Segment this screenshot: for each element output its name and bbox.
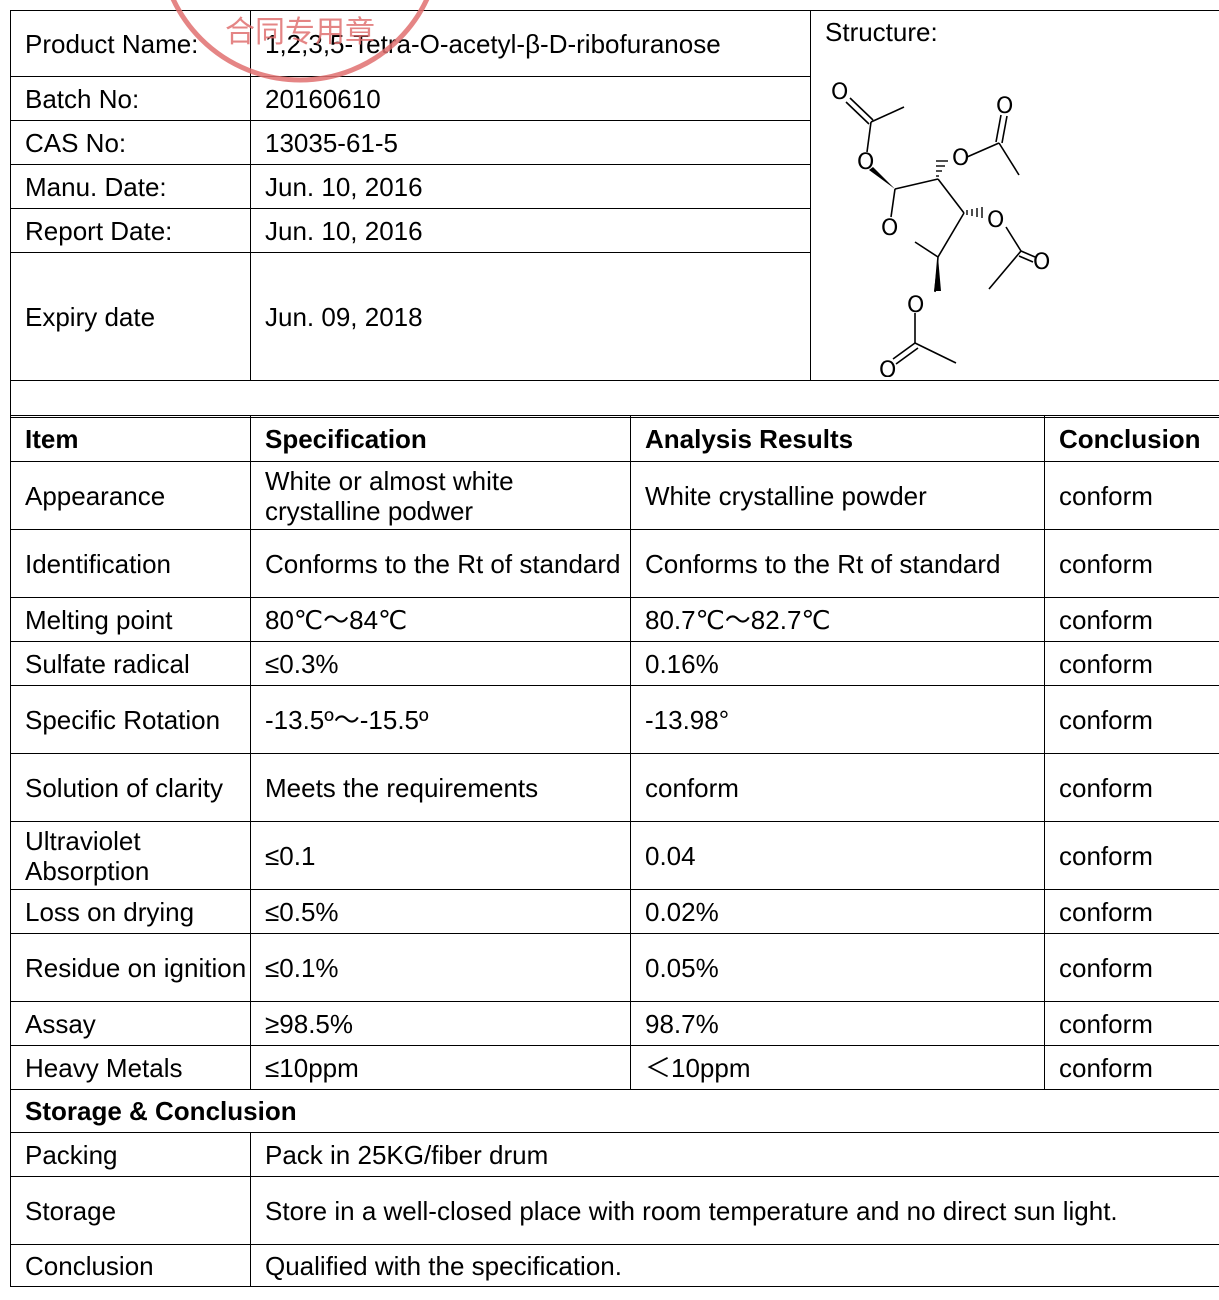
cell-analysis-result: 0.16% — [630, 641, 1045, 686]
cell-item: Loss on drying — [10, 889, 251, 934]
header-item: Item — [10, 415, 251, 462]
report-date-label: Report Date: — [10, 208, 251, 253]
cell-specification: ≤0.3% — [250, 641, 631, 686]
cell-specification: 80℃～84℃ — [250, 597, 631, 642]
cell-analysis-result: Conforms to the Rt of standard — [630, 529, 1045, 598]
cell-item: Residue on ignition — [10, 933, 251, 1002]
storage-section-title: Storage & Conclusion — [10, 1089, 1219, 1133]
atom-label-o: O — [1033, 250, 1050, 275]
atom-label-o: O — [831, 80, 848, 105]
analysis-table: Item Specification Analysis Results Conc… — [10, 415, 1219, 1287]
expiry-date-label: Expiry date — [10, 252, 251, 381]
cell-analysis-result: ＜10ppm — [630, 1045, 1045, 1090]
header-specification: Specification — [250, 415, 631, 462]
cell-item: Heavy Metals — [10, 1045, 251, 1090]
cell-specification: Meets the requirements — [250, 753, 631, 822]
cell-item: Sulfate radical — [10, 641, 251, 686]
cell-analysis-result: White crystalline powder — [630, 461, 1045, 530]
cell-analysis-result: -13.98° — [630, 685, 1045, 754]
chemical-structure-diagram: O O O O O O O O O — [831, 80, 1050, 377]
cas-label: CAS No: — [10, 120, 251, 165]
atom-label-o: O — [881, 216, 898, 241]
atom-label-o: O — [907, 293, 924, 318]
cell-analysis-result: conform — [630, 753, 1045, 822]
table-row: Residue on ignition≤0.1%0.05%conform — [10, 933, 1219, 1002]
product-info-table: Product Name: 1,2,3,5-Tetra-O-acetyl-β-D… — [10, 10, 1219, 418]
manu-date-label: Manu. Date: — [10, 164, 251, 209]
cell-item: Solution of clarity — [10, 753, 251, 822]
structure-cell: Structure: — [810, 10, 1219, 381]
conclusion-value: Qualified with the specification. — [250, 1244, 1219, 1287]
manu-date-value: Jun. 10, 2016 — [250, 164, 811, 209]
cell-item: Specific Rotation — [10, 685, 251, 754]
product-name-label: Product Name: — [10, 10, 251, 77]
cell-conclusion: conform — [1044, 529, 1219, 598]
atom-label-o: O — [857, 150, 874, 175]
cell-specification: White or almost white crystalline podwer — [250, 461, 631, 530]
cell-conclusion: conform — [1044, 1045, 1219, 1090]
cell-conclusion: conform — [1044, 753, 1219, 822]
cell-analysis-result: 80.7℃～82.7℃ — [630, 597, 1045, 642]
spacer-row — [10, 380, 1219, 418]
cell-item: Assay — [10, 1001, 251, 1046]
cell-specification: ≤10ppm — [250, 1045, 631, 1090]
cell-conclusion: conform — [1044, 641, 1219, 686]
table-row: Specific Rotation-13.5º～-15.5º-13.98°con… — [10, 685, 1219, 754]
atom-label-o: O — [879, 358, 896, 377]
storage-value: Store in a well-closed place with room t… — [250, 1176, 1219, 1245]
cell-specification: ≤0.5% — [250, 889, 631, 934]
header-analysis-results: Analysis Results — [630, 415, 1045, 462]
cell-conclusion: conform — [1044, 889, 1219, 934]
atom-label-o: O — [996, 94, 1013, 119]
cell-item: Identification — [10, 529, 251, 598]
table-header-row: Item Specification Analysis Results Conc… — [10, 415, 1219, 462]
batch-value: 20160610 — [250, 76, 811, 121]
table-row: Assay≥98.5%98.7%conform — [10, 1001, 1219, 1046]
packing-value: Pack in 25KG/fiber drum — [250, 1132, 1219, 1177]
atom-label-o: O — [952, 146, 969, 171]
product-name-value: 1,2,3,5-Tetra-O-acetyl-β-D-ribofuranose — [250, 10, 811, 77]
cell-analysis-result: 0.05% — [630, 933, 1045, 1002]
expiry-date-value: Jun. 09, 2018 — [250, 252, 811, 381]
cell-conclusion: conform — [1044, 821, 1219, 890]
storage-label: Storage — [10, 1176, 251, 1245]
packing-label: Packing — [10, 1132, 251, 1177]
cell-specification: -13.5º～-15.5º — [250, 685, 631, 754]
cell-item: Appearance — [10, 461, 251, 530]
cell-item: Ultraviolet Absorption — [10, 821, 251, 890]
table-row: Loss on drying≤0.5%0.02%conform — [10, 889, 1219, 934]
cell-item: Melting point — [10, 597, 251, 642]
cell-analysis-result: 98.7% — [630, 1001, 1045, 1046]
atom-label-o: O — [987, 208, 1004, 233]
cell-conclusion: conform — [1044, 933, 1219, 1002]
batch-label: Batch No: — [10, 76, 251, 121]
structure-label: Structure: — [825, 17, 938, 47]
cas-value: 13035-61-5 — [250, 120, 811, 165]
cell-specification: Conforms to the Rt of standard — [250, 529, 631, 598]
cell-conclusion: conform — [1044, 1001, 1219, 1046]
cell-analysis-result: 0.02% — [630, 889, 1045, 934]
table-row: Sulfate radical≤0.3%0.16%conform — [10, 641, 1219, 686]
cell-conclusion: conform — [1044, 461, 1219, 530]
report-date-value: Jun. 10, 2016 — [250, 208, 811, 253]
cell-conclusion: conform — [1044, 597, 1219, 642]
cell-analysis-result: 0.04 — [630, 821, 1045, 890]
cell-specification: ≥98.5% — [250, 1001, 631, 1046]
cell-specification: ≤0.1 — [250, 821, 631, 890]
header-conclusion: Conclusion — [1044, 415, 1219, 462]
cell-conclusion: conform — [1044, 685, 1219, 754]
cell-specification: ≤0.1% — [250, 933, 631, 1002]
conclusion-label: Conclusion — [10, 1244, 251, 1287]
